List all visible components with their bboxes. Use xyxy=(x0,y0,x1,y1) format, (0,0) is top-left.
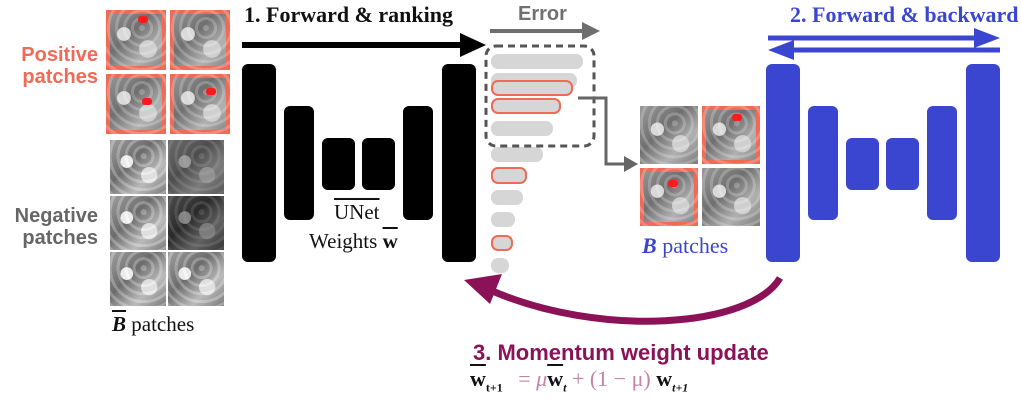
eq-equals: = xyxy=(518,366,531,391)
negative-label-line2: patches xyxy=(22,227,98,249)
eq-lhs-w: w xyxy=(470,366,486,391)
eq-wbar: w xyxy=(547,366,564,391)
unet-left-block-1 xyxy=(242,64,276,262)
error-bar-5-highlighted xyxy=(491,98,561,114)
error-title: Error xyxy=(518,3,567,25)
eq-w-sub: t+1 xyxy=(672,380,689,395)
error-arrow xyxy=(490,22,600,40)
negative-patch-grid xyxy=(110,140,228,310)
b-symbol: B xyxy=(642,233,657,258)
negative-patch-5 xyxy=(110,252,166,306)
unet-right-weights: Weights w xyxy=(836,229,925,254)
step1-arrow xyxy=(242,33,486,57)
bbar-patches-label: B patches xyxy=(112,312,194,337)
lesion-mark xyxy=(668,180,678,187)
error-bar-10 xyxy=(491,212,515,227)
negative-patch-1 xyxy=(110,140,166,194)
unet-right-block-3 xyxy=(846,138,879,190)
negative-patch-6 xyxy=(168,252,224,306)
b-patch-1 xyxy=(640,106,698,164)
error-bar-11-highlighted xyxy=(491,235,513,251)
eq-w: w xyxy=(656,366,673,391)
positive-patch-4 xyxy=(170,74,230,134)
error-bar-8-highlighted xyxy=(491,167,527,184)
positive-patches-label: Positive patches xyxy=(6,44,98,88)
error-bar-1 xyxy=(491,54,583,69)
b-patch-4 xyxy=(702,168,760,226)
positive-patch-2 xyxy=(170,10,230,70)
unet-left-block-2 xyxy=(284,106,314,220)
b-patch-grid xyxy=(640,106,760,230)
eq-plus: + xyxy=(571,366,585,391)
unet-left-weights: Weights w xyxy=(309,229,398,254)
unet-left-weights-text: Weights xyxy=(309,229,378,253)
unet-left-block-3 xyxy=(322,138,355,190)
b-patches-label: B patches xyxy=(642,233,728,259)
negative-patches-label: Negative patches xyxy=(2,205,98,249)
unet-right-name: UNet xyxy=(860,200,906,224)
unet-left-weight-symbol: w xyxy=(382,229,398,253)
positive-label-line1: Positive xyxy=(21,44,98,66)
unet-right-weights-text: Weights xyxy=(836,229,905,253)
positive-label-line2: patches xyxy=(22,66,98,88)
eq-paren: (1 − μ) xyxy=(589,366,651,391)
lesion-mark xyxy=(138,16,148,23)
lesion-mark xyxy=(732,114,742,121)
unet-right-block-2 xyxy=(808,106,838,220)
unet-right-weight-symbol: w xyxy=(909,229,925,253)
lesion-mark xyxy=(206,88,216,95)
eq-lhs-sub: t+1 xyxy=(485,380,503,395)
eq-mu: μ xyxy=(536,366,548,391)
unet-right-block-5 xyxy=(927,106,957,220)
negative-patch-3 xyxy=(110,196,166,250)
negative-patch-4 xyxy=(168,196,224,250)
unet-left-block-4 xyxy=(362,138,395,190)
step1-title: 1. Forward & ranking xyxy=(244,2,453,27)
unet-left-name: UNet xyxy=(334,200,380,224)
unet-right-block-1 xyxy=(766,64,800,262)
lesion-mark xyxy=(142,98,152,105)
momentum-equation: wt+1 = μwt + (1 − μ) wt+1 xyxy=(470,366,688,395)
positive-patch-1 xyxy=(106,10,166,70)
error-bar-6 xyxy=(491,121,553,136)
step2-title: 2. Forward & backward xyxy=(790,2,1019,27)
error-bar-4-highlighted xyxy=(491,80,573,96)
unet-right-block-4 xyxy=(886,138,919,190)
error-bar-7 xyxy=(491,147,543,162)
positive-patch-grid xyxy=(106,10,230,134)
negative-patch-2 xyxy=(168,140,224,194)
positive-patch-3 xyxy=(106,74,166,134)
eq-wbar-sub: t xyxy=(563,380,567,395)
top-k-selection xyxy=(484,44,638,172)
unet-left-block-6 xyxy=(442,64,476,262)
bbar-symbol: B xyxy=(112,312,127,336)
step2-double-arrow xyxy=(768,28,1000,60)
momentum-arrow xyxy=(464,274,783,325)
unet-left-block-5 xyxy=(403,106,433,220)
b-patches-text: patches xyxy=(662,233,729,258)
b-patch-3 xyxy=(640,168,698,226)
error-bar-9 xyxy=(491,190,523,205)
bbar-patches-text: patches xyxy=(131,312,195,336)
negative-label-line1: Negative xyxy=(14,205,98,227)
step3-title: 3. Momentum weight update xyxy=(473,340,769,365)
b-patch-2 xyxy=(702,106,760,164)
unet-right-block-6 xyxy=(966,64,1000,262)
error-bar-12 xyxy=(491,258,509,273)
